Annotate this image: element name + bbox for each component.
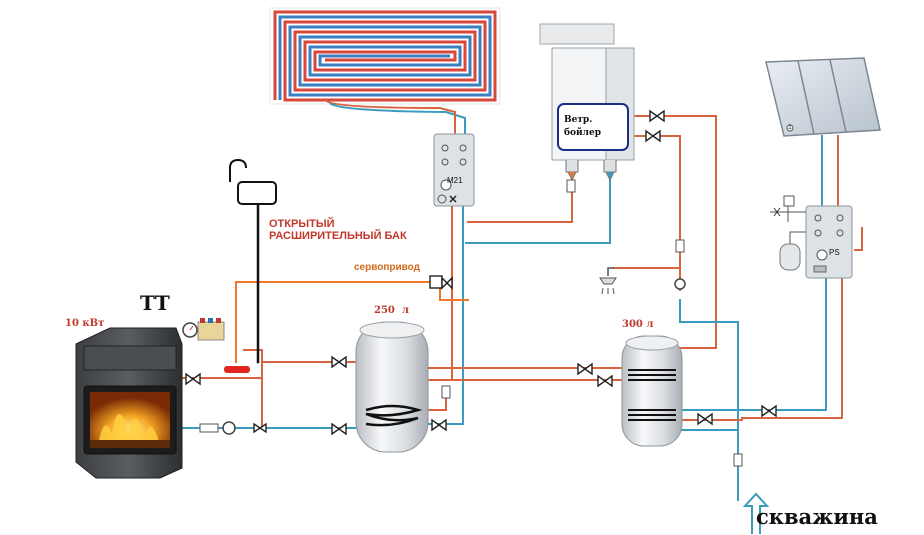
wall-boiler-icon — [539, 23, 635, 182]
pressure-gauge-icon — [182, 318, 225, 341]
storage-tank-icon — [355, 321, 429, 453]
solar-collector-icon — [765, 57, 881, 137]
servo-label: сервопривод — [354, 262, 420, 273]
pipework — [181, 111, 863, 501]
storage-tank-icon — [621, 335, 683, 447]
shower-icon — [599, 267, 617, 295]
mixing-unit-icon — [433, 133, 475, 207]
well-label: скважина — [756, 504, 878, 529]
expansion-vessel-icon — [770, 195, 806, 271]
servo-valve-icon — [429, 275, 453, 290]
tank-volume-300-label: 300 л — [622, 319, 654, 330]
fitting-icons — [199, 179, 743, 467]
valve-icon — [185, 109, 777, 436]
solar-station-label: PS — [829, 248, 840, 257]
mixing-unit-label: M21 — [447, 176, 463, 185]
pump-icon — [222, 278, 686, 435]
power-label: 10 кВт — [65, 318, 105, 329]
expansion-tank-label: ОТКРЫТЫЙ РАСШИРИТЕЛЬНЫЙ БАК — [269, 218, 407, 242]
solar-panel-marker: 1 — [788, 124, 792, 131]
well-arrow-icon — [742, 492, 770, 534]
solid-fuel-boiler-label: ТТ — [140, 291, 170, 315]
boiler-label: Ветр. бойлер — [564, 115, 602, 138]
floor-heating-coil-icon — [269, 7, 501, 119]
heat-dump-icon — [224, 366, 250, 373]
open-expansion-tank-icon — [229, 158, 277, 205]
solid-fuel-boiler-icon — [75, 327, 183, 479]
solar-pump-station-icon — [805, 205, 853, 279]
tank-volume-250-label: 250 л — [374, 305, 409, 316]
